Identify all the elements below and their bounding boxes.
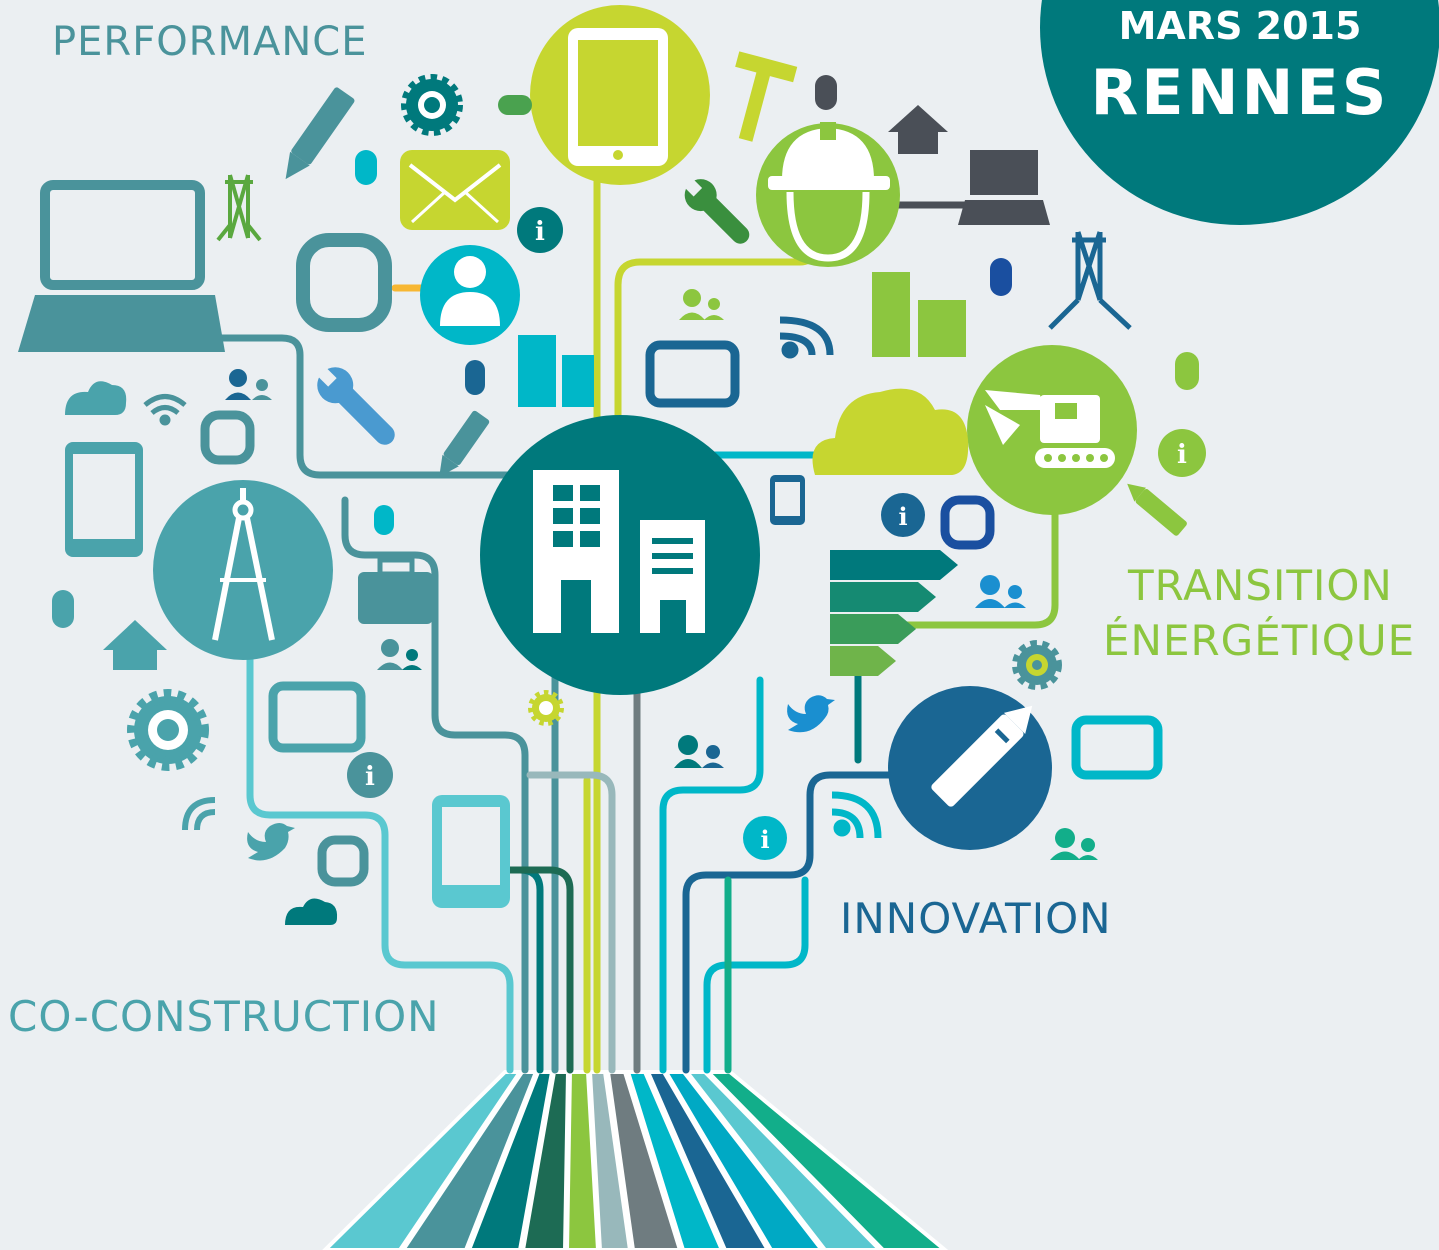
svg-text:i: i [898, 502, 907, 531]
briefcase-icon [358, 557, 433, 624]
wifi-icon [779, 316, 834, 359]
tablet-icon [770, 475, 805, 525]
compass-icon [153, 480, 333, 660]
users-icon [377, 639, 422, 670]
gear-icon [127, 689, 209, 771]
excavator-icon [967, 345, 1137, 515]
mouse-icon [465, 360, 485, 395]
house-icon [103, 620, 167, 670]
monitor-icon [1071, 715, 1163, 780]
mouse-icon [374, 505, 394, 535]
info-icon: i [881, 493, 925, 537]
wifi-icon [143, 394, 187, 426]
svg-text:i: i [760, 825, 769, 854]
event-city: RENNES [1090, 56, 1390, 129]
laptop-icon [958, 150, 1050, 225]
mouse-icon [990, 258, 1012, 296]
users-icon [674, 735, 724, 768]
event-date: MARS 2015 [1118, 4, 1362, 48]
user-icon [420, 245, 520, 345]
pylon-icon [216, 174, 262, 242]
gear-icon [1012, 640, 1062, 690]
envelope-icon [400, 150, 510, 230]
cloud-icon [285, 898, 338, 925]
house-icon [888, 105, 948, 154]
users-icon [1050, 828, 1098, 860]
wifi-icon [831, 791, 882, 839]
laptop-icon [18, 180, 225, 352]
wifi-icon [182, 797, 216, 831]
info-icon: i [347, 752, 393, 798]
svg-text:i: i [535, 217, 545, 247]
pencil-icon [1127, 483, 1187, 536]
svg-text:i: i [1177, 440, 1187, 470]
pencil-icon [439, 410, 490, 477]
theme-transition-line2: ÉNERGÉTIQUE [1103, 616, 1416, 665]
svg-text:i: i [365, 762, 375, 792]
mouse-icon [815, 75, 837, 110]
monitor-icon [268, 681, 366, 753]
gear-icon [401, 74, 463, 136]
pylon-icon [1048, 231, 1132, 330]
tablet-icon [530, 5, 710, 185]
ring-icon [317, 835, 369, 887]
building-icon [480, 415, 760, 695]
pencil-icon [285, 87, 355, 180]
ring-icon [296, 233, 392, 332]
info-icon: i [743, 816, 787, 860]
ring-icon [200, 410, 255, 465]
users-icon [679, 289, 724, 320]
energy-label-icon [830, 550, 958, 676]
tablet-icon [432, 795, 510, 908]
users-icon [975, 575, 1026, 608]
building-icon [518, 335, 594, 407]
helmet-icon [756, 122, 900, 267]
building-icon [872, 272, 966, 357]
gear-icon [528, 690, 564, 726]
theme-transition-line1: TRANSITION [1128, 561, 1393, 610]
users-icon [225, 369, 272, 400]
mouse-icon [52, 590, 74, 628]
twitter-icon [247, 823, 295, 861]
theme-innovation: INNOVATION [840, 894, 1112, 943]
pencil-icon [888, 686, 1052, 850]
info-icon: i [517, 207, 563, 253]
info-icon: i [1158, 429, 1206, 477]
mouse-icon [498, 95, 532, 115]
hammer-icon [735, 51, 798, 142]
monitor-icon [645, 340, 740, 408]
tablet-icon [65, 442, 143, 557]
cloud-icon [812, 388, 969, 475]
mouse-icon [1175, 352, 1199, 390]
theme-performance: PERFORMANCE [52, 19, 368, 65]
theme-co-construction: CO-CONSTRUCTION [8, 992, 440, 1041]
cloud-icon [65, 381, 127, 415]
root-rays [322, 1070, 949, 1250]
twitter-icon [787, 695, 835, 733]
wrench-icon [316, 366, 395, 445]
wrench-icon [683, 178, 750, 244]
ring-icon [940, 495, 995, 550]
mouse-icon [355, 150, 377, 185]
